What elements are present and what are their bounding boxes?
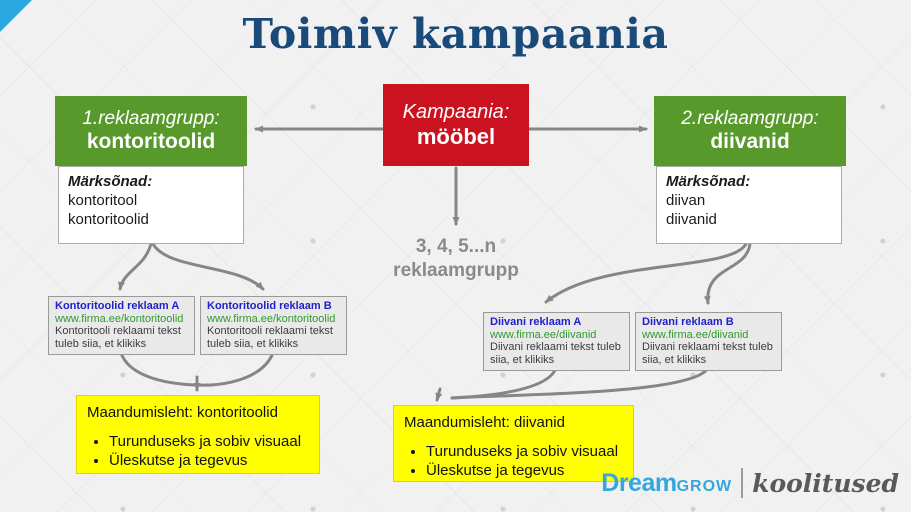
- more-groups-note: 3, 4, 5...n reklaamgrupp: [376, 235, 536, 283]
- campaign-label: Kampaania:: [402, 100, 510, 123]
- landing-left-bullets: Turunduseks ja sobiv visuaal Üleskutse j…: [109, 433, 309, 469]
- keywords-right-title: Märksõnad:: [666, 173, 751, 190]
- logo-grow-text: GROW: [676, 477, 733, 495]
- logo-divider: [741, 468, 744, 498]
- keywords-left-title: Märksõnad:: [68, 173, 153, 190]
- ad-group-box-left: 1.reklaamgrupp: kontoritoolid: [55, 96, 247, 166]
- ad-body: Kontoritooli reklaami tekst tuleb siia, …: [207, 325, 333, 350]
- ad-card-diivani-a: Diivani reklaam A www.firma.ee/diivanid …: [483, 312, 630, 371]
- arrow-keywords-to-ad-b-right: [703, 242, 752, 305]
- keyword-item: kontoritoolid: [68, 211, 149, 228]
- landing-bullet: Turunduseks ja sobiv visuaal: [426, 443, 623, 460]
- keyword-item: diivanid: [666, 211, 717, 228]
- ad-url: www.firma.ee/kontoritoolid: [55, 312, 184, 325]
- ad-card-kontoritoolid-b: Kontoritoolid reklaam B www.firma.ee/kon…: [200, 296, 347, 355]
- landing-left-title: Maandumisleht: kontoritoolid: [87, 404, 278, 421]
- ad-group-right-label: 2.reklaamgrupp:: [681, 108, 819, 129]
- ad-title: Kontoritoolid reklaam A: [55, 300, 180, 312]
- arrow-keywords-to-ad-a-right: [544, 242, 748, 304]
- arrow-keywords-to-ad-b-left: [151, 242, 265, 291]
- page-title: Toimiv kampaania: [242, 10, 669, 58]
- ad-title: Kontoritoolid reklaam B: [207, 300, 332, 312]
- logo-koolitused-text: koolitused: [752, 468, 899, 498]
- arrow-ad-b-to-landing-left: [197, 351, 275, 387]
- landing-page-box-right: Maandumisleht: diivanid Turunduseks ja s…: [393, 405, 634, 482]
- ad-group-box-right: 2.reklaamgrupp: diivanid: [654, 96, 846, 166]
- logo-dream-text: Dream: [601, 468, 677, 497]
- landing-bullet: Üleskutse ja tegevus: [426, 462, 623, 479]
- landing-bullet: Üleskutse ja tegevus: [109, 452, 309, 469]
- ad-title: Diivani reklaam A: [490, 316, 582, 328]
- ad-body: Diivani reklaami tekst tuleb siia, et kl…: [642, 341, 773, 366]
- ad-group-right-value: diivanid: [710, 130, 790, 153]
- ad-group-left-label: 1.reklaamgrupp:: [82, 108, 220, 129]
- keywords-box-right: Märksõnad: diivan diivanid: [656, 166, 842, 244]
- arrow-ad-a-to-landing-left: [119, 351, 197, 387]
- arrow-keywords-to-ad-a-left: [118, 242, 153, 291]
- ad-body: Diivani reklaami tekst tuleb siia, et kl…: [490, 341, 621, 366]
- more-groups-line1: 3, 4, 5...n: [415, 236, 497, 257]
- dreamgrow-wordmark: Dream GROW: [601, 469, 732, 498]
- ad-card-diivani-b: Diivani reklaam B www.firma.ee/diivanid …: [635, 312, 782, 371]
- ad-group-left-value: kontoritoolid: [86, 130, 216, 153]
- landing-page-box-left: Maandumisleht: kontoritoolid Turunduseks…: [76, 395, 320, 474]
- ad-url: www.firma.ee/diivanid: [642, 328, 749, 341]
- keyword-item: diivan: [666, 192, 706, 209]
- landing-right-title: Maandumisleht: diivanid: [404, 414, 565, 431]
- ad-url: www.firma.ee/diivanid: [490, 328, 597, 341]
- arrowhead-landing-right: [435, 387, 443, 402]
- campaign-box: Kampaania: mööbel: [383, 84, 529, 166]
- ad-title: Diivani reklaam B: [642, 316, 734, 328]
- keywords-box-left: Märksõnad: kontoritool kontoritoolid: [58, 166, 244, 244]
- landing-right-bullets: Turunduseks ja sobiv visuaal Üleskutse j…: [426, 443, 623, 479]
- campaign-value: mööbel: [416, 123, 496, 149]
- ad-card-kontoritoolid-a: Kontoritoolid reklaam A www.firma.ee/kon…: [48, 296, 195, 355]
- dreamgrow-logo: Dream GROW koolitused: [601, 468, 899, 498]
- landing-bullet: Turunduseks ja sobiv visuaal: [109, 433, 309, 450]
- ad-body: Kontoritooli reklaami tekst tuleb siia, …: [55, 325, 181, 350]
- ad-url: www.firma.ee/kontoritoolid: [207, 312, 336, 325]
- more-groups-line2: reklaamgrupp: [393, 260, 519, 281]
- arrow-ad-b-to-landing-right: [450, 366, 710, 400]
- corner-accent-triangle: [0, 0, 32, 32]
- keyword-item: kontoritool: [68, 192, 138, 209]
